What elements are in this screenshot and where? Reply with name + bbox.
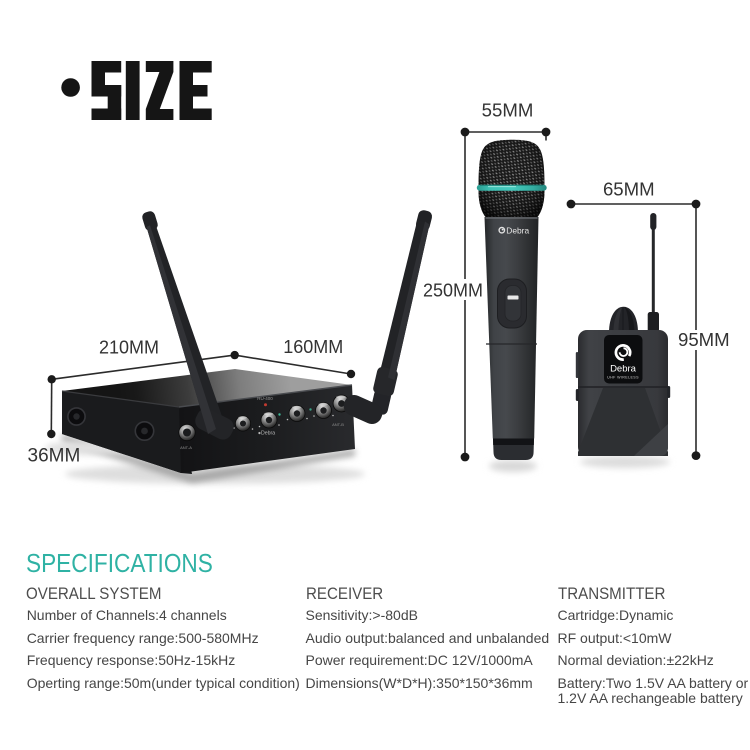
svg-text:ANT-B: ANT-B <box>332 422 344 427</box>
svg-text:36MM: 36MM <box>28 446 81 467</box>
svg-text:Debra: Debra <box>610 364 637 375</box>
svg-text:210MM: 210MM <box>99 337 159 357</box>
svg-text:ANT-A: ANT-A <box>180 445 192 450</box>
svg-text:UHF WIRELESS: UHF WIRELESS <box>607 376 639 380</box>
svg-text:250MM: 250MM <box>423 281 483 301</box>
svg-text:95MM: 95MM <box>678 329 730 350</box>
svg-text:Debra: Debra <box>506 225 529 235</box>
svg-text:●Debra: ●Debra <box>258 431 275 437</box>
svg-text:RU-400: RU-400 <box>257 396 273 401</box>
svg-text:65MM: 65MM <box>603 179 655 200</box>
svg-text:55MM: 55MM <box>482 100 534 121</box>
svg-text:160MM: 160MM <box>283 337 343 357</box>
